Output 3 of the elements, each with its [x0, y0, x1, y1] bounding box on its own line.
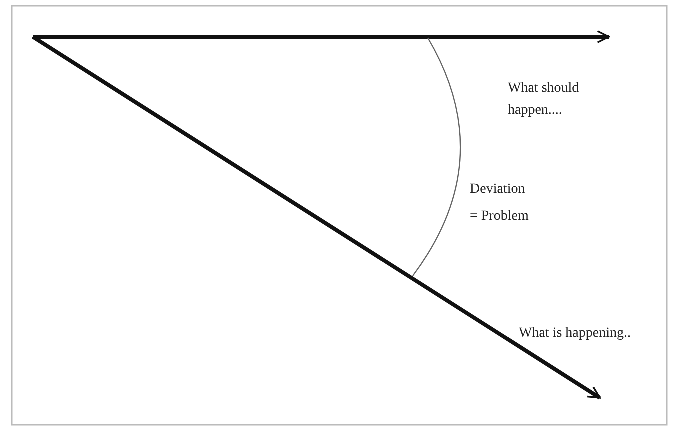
annotation-text: What is happening..	[519, 325, 632, 343]
annotation-text: What should happen....	[508, 80, 580, 120]
annotation-text: Deviation = Problem	[470, 181, 530, 226]
